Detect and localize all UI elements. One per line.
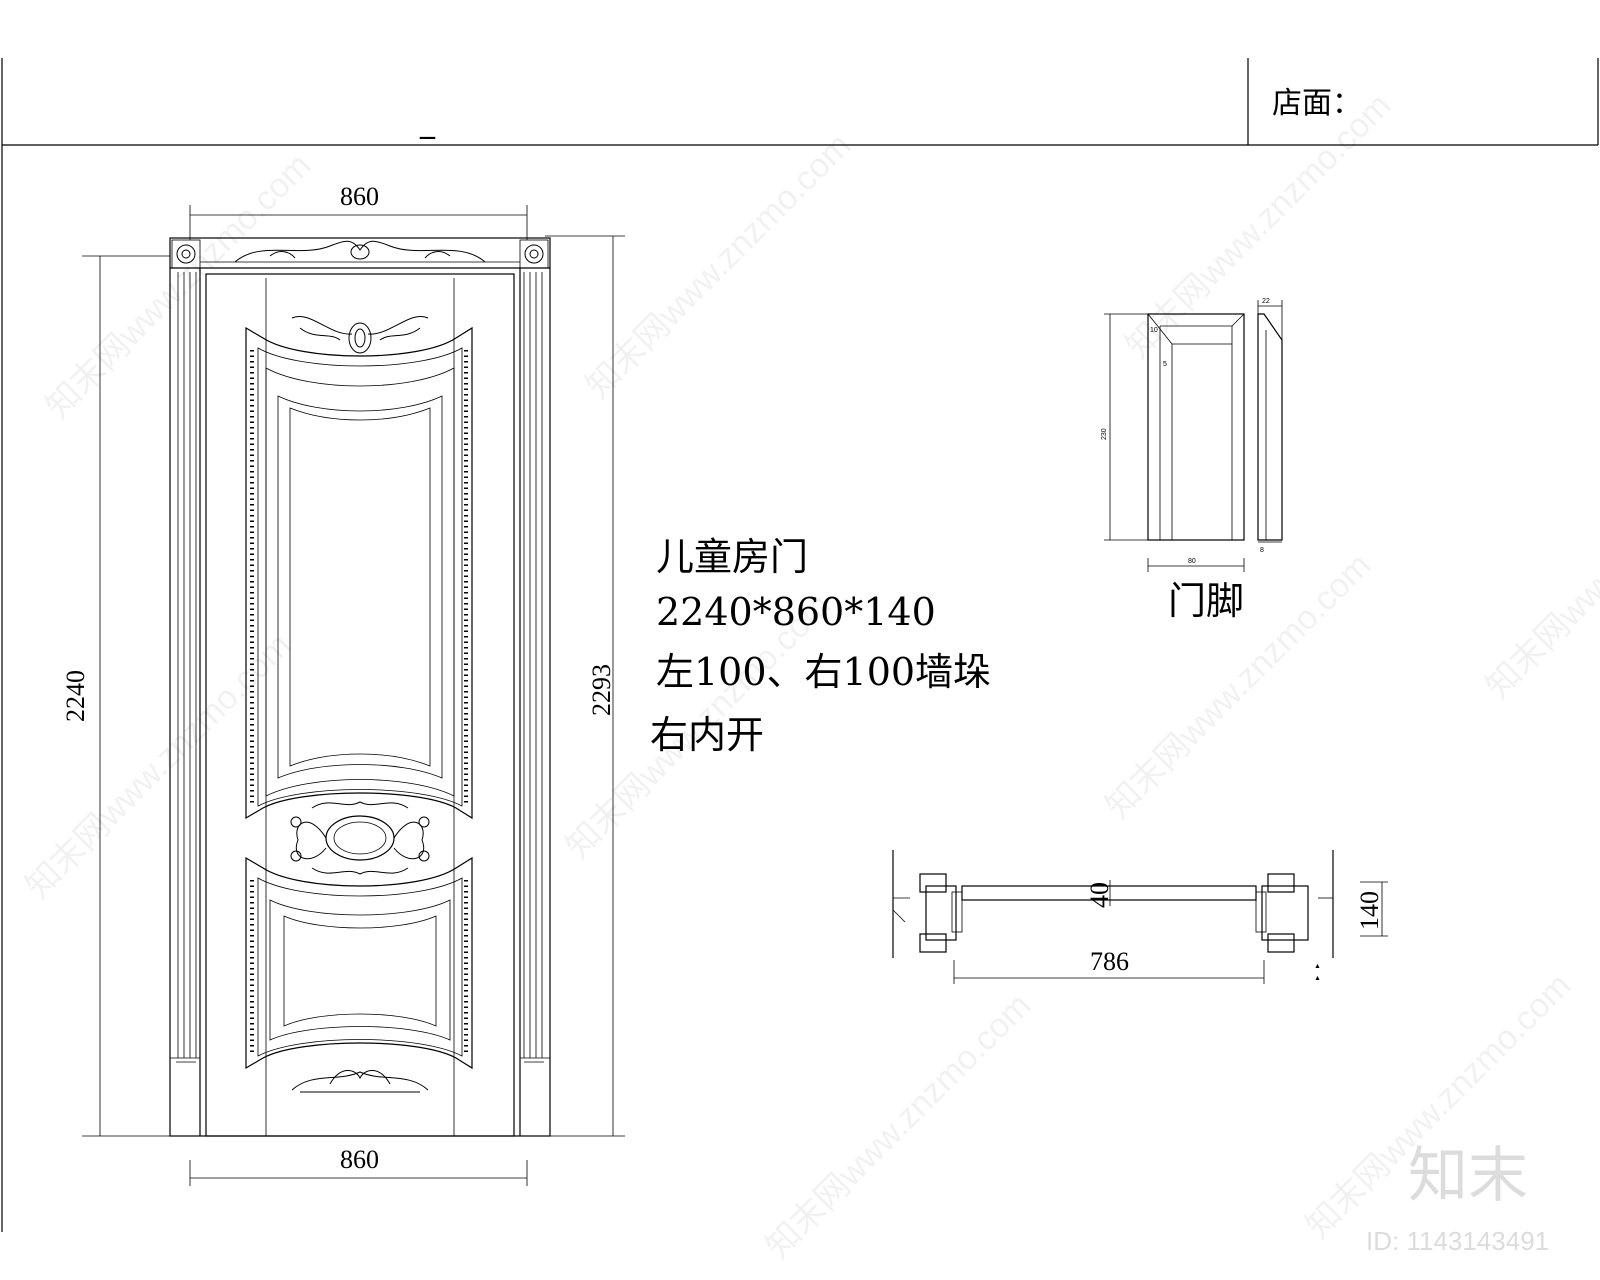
dimension-top: 860 (189, 182, 528, 240)
section-dim-clear-width: 786 (1090, 947, 1129, 976)
corner-rosette-right (519, 239, 549, 269)
dim-width-bottom: 860 (340, 1145, 379, 1174)
dimension-right: 2293 (545, 235, 625, 1137)
bottom-crest-ornament (291, 1070, 429, 1093)
watermark-text: 知末网www.znzmo.com (39, 146, 318, 425)
store-label: 店面： (1272, 86, 1362, 121)
door-notes: 儿童房门 2240*860*140 左100、右100墙垛 右内开 (650, 535, 991, 757)
note-size: 2240*860*140 (656, 590, 936, 634)
watermark-text: 知末网www.znzmo.com (1479, 426, 1600, 705)
right-pilaster (519, 268, 550, 1136)
header-left-mark: _ (419, 105, 436, 140)
plan-section: 40 140 786 ▲ ▲ (892, 850, 1388, 984)
dimension-bottom: 860 (189, 1145, 528, 1186)
title-block: _ 店面： (1, 58, 1599, 1232)
note-opening: 右内开 (650, 713, 764, 757)
image-id: ID: 1143143491 (1366, 1226, 1549, 1256)
brand-watermark: 知末 ID: 1143143491 (1366, 1141, 1549, 1256)
upper-crest-ornament (291, 316, 429, 354)
door-foot-label: 门脚 (1168, 579, 1244, 623)
section-marker-2: ▲ (1314, 975, 1321, 982)
center-medallion (290, 801, 430, 875)
upper-panel (245, 326, 473, 820)
watermark-text: 知末网www.znzmo.com (759, 986, 1038, 1265)
foot-dim-a: 10 (1150, 327, 1158, 334)
dim-width-top: 860 (340, 182, 379, 211)
foot-dim-top: 22 (1262, 298, 1270, 305)
dim-height-right: 2293 (587, 664, 616, 716)
foot-dim-b: 5 (1163, 361, 1167, 368)
note-title: 儿童房门 (656, 535, 808, 579)
door-foot-detail: 230 10 5 80 22 8 门脚 (1101, 298, 1283, 623)
left-pilaster (170, 268, 201, 1136)
foot-dim-bottom: 80 (1188, 558, 1196, 565)
lower-panel (245, 856, 473, 1070)
note-wall: 左100、右100墙垛 (656, 650, 991, 694)
dim-height-left: 2240 (61, 670, 90, 722)
dimension-left: 2240 (61, 255, 170, 1137)
section-dim-thickness: 40 (1085, 882, 1114, 908)
door-elevation: 860 860 2240 2293 (61, 182, 625, 1186)
watermark-text: 知末网www.znzmo.com (579, 126, 858, 405)
section-dim-depth: 140 (1355, 891, 1384, 930)
foot-dim-height: 230 (1101, 428, 1108, 440)
section-marker: ▲ (1314, 963, 1321, 970)
foot-dim-side: 8 (1260, 547, 1264, 554)
corner-rosette-left (171, 239, 201, 269)
top-crest-ornament (234, 240, 486, 263)
brand-logo: 知末 (1408, 1141, 1528, 1211)
